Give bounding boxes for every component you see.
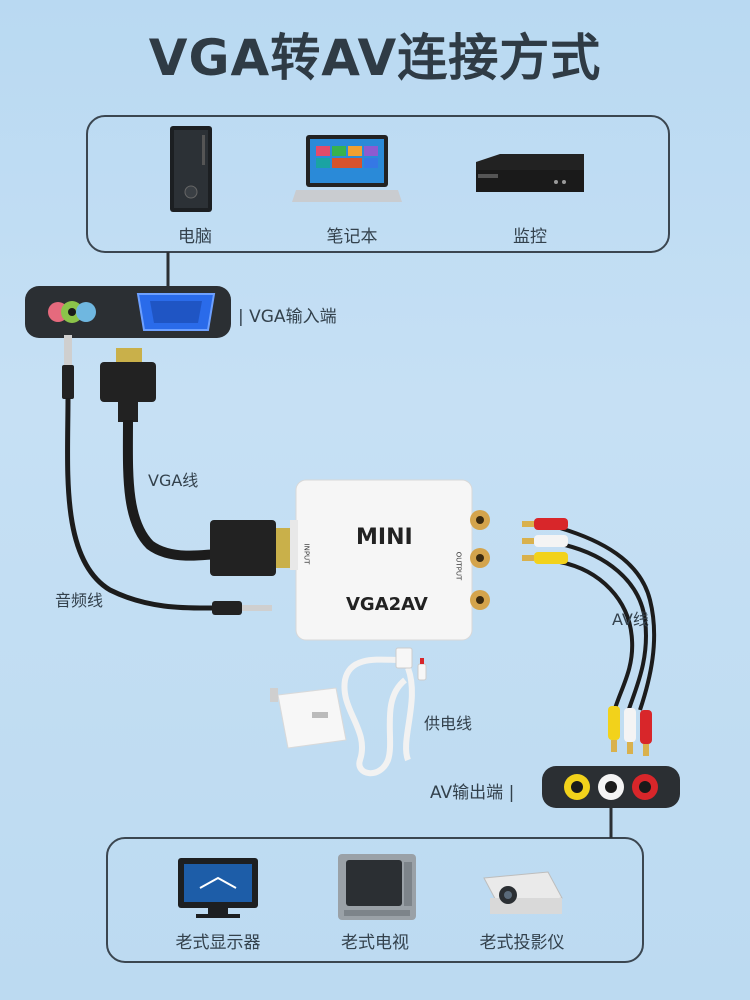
source-label-desktop: 电脑 [178, 227, 212, 247]
vga-cable-label: VGA线 [148, 471, 199, 490]
power-cable-label: 供电线 [424, 714, 473, 733]
rca-jacks-icon [564, 774, 658, 800]
desktop-tower-icon [170, 126, 212, 212]
audio-jack-port-icon [48, 301, 96, 323]
converter-output-label: OUTPUT [454, 551, 463, 581]
laptop-icon [292, 135, 402, 202]
output-label-projector: 老式投影仪 [479, 933, 565, 953]
source-label-laptop: 笔记本 [326, 227, 378, 247]
vga-input-label: | VGA输入端 [238, 307, 337, 327]
source-label-dvr: 监控 [513, 227, 547, 247]
converter-box [290, 479, 490, 641]
output-devices-frame [106, 837, 644, 963]
av-cable [522, 518, 657, 756]
av-output-label: AV输出端 | [430, 783, 515, 803]
power-adapter-icon [270, 687, 347, 749]
vga-cable [100, 348, 290, 576]
vga-port-icon [136, 293, 216, 331]
projector-icon [483, 871, 563, 914]
audio-cable [62, 335, 272, 615]
source-devices-frame [86, 115, 670, 253]
converter-brand: MINI [356, 525, 413, 550]
converter-model: VGA2AV [346, 594, 428, 615]
audio-cable-label: 音频线 [55, 591, 104, 610]
crt-monitor-icon [178, 858, 258, 918]
old-tv-icon [338, 854, 416, 920]
converter-input-label: INPUT [302, 543, 311, 565]
output-label-tv: 老式电视 [341, 933, 409, 953]
output-label-crt: 老式显示器 [175, 933, 261, 953]
av-cable-label: AV线 [612, 610, 649, 629]
page-title: VGA转AV连接方式 [148, 29, 602, 87]
rca-output-ports [470, 510, 490, 610]
usb-power-cable [341, 647, 427, 777]
dvr-box-icon [476, 154, 584, 192]
